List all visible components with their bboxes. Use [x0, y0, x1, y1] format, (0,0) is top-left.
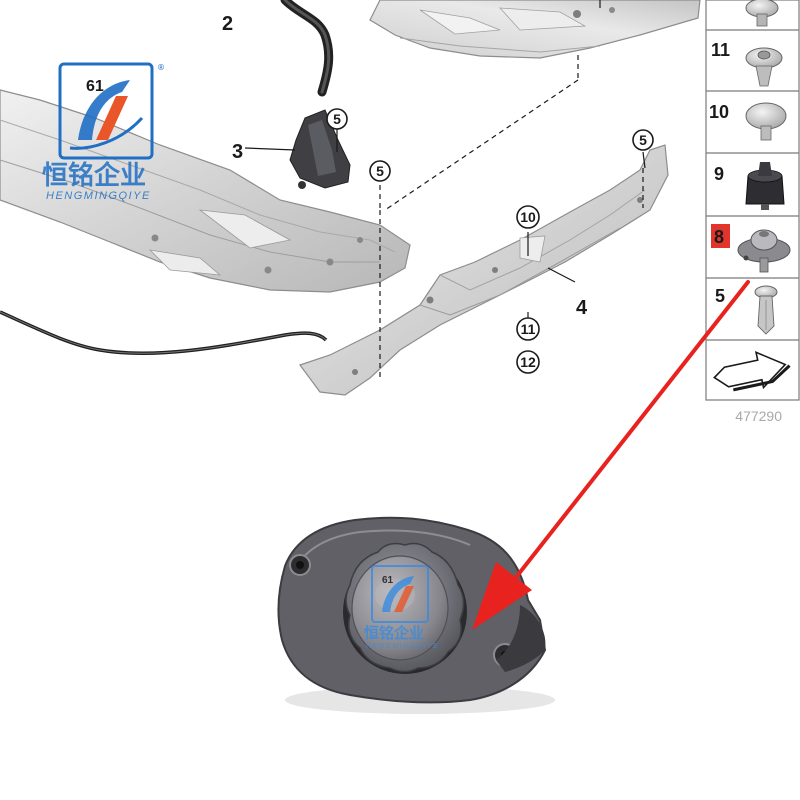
legend-label-8-highlight — [711, 224, 730, 248]
brand-logo-mark: 61 — [86, 78, 104, 95]
callout-3: 3 — [232, 141, 243, 163]
wiring-cable — [0, 310, 328, 356]
leader-lines — [244, 0, 646, 380]
legend-label-11: 11 — [711, 40, 730, 60]
highlight-arrow — [472, 280, 750, 630]
hose-part-2 — [280, 0, 334, 97]
brand-name-en: HENGMINGQIYE — [46, 190, 151, 202]
product-photo-strut-mount — [277, 516, 555, 714]
legend-label-9: 9 — [714, 164, 724, 184]
brand-name-cn: 恒铭企业 — [42, 160, 146, 191]
reference-arrow-icon — [713, 350, 791, 392]
push-rivet-icon — [745, 102, 787, 141]
side-panel-part-4 — [299, 144, 669, 396]
svg-text:5: 5 — [639, 132, 647, 148]
damper-mount-icon — [737, 229, 791, 273]
screw-grommet-icon — [745, 47, 783, 87]
parts-legend: 11 10 9 8 5 — [705, 0, 800, 401]
circled-callout-5c: 5 — [632, 129, 654, 151]
rubber-mount-icon — [745, 162, 785, 210]
circled-callout-5a: 5 — [326, 108, 348, 130]
svg-text:12: 12 — [520, 354, 536, 370]
svg-text:5: 5 — [333, 111, 341, 127]
svg-text:11: 11 — [521, 321, 536, 337]
underbody-panel-left — [0, 89, 411, 293]
circled-callout-5b: 5 — [369, 160, 391, 182]
circled-callout-12: 12 — [516, 350, 540, 374]
photo-brand-name-cn: 恒铭企业 — [364, 624, 424, 642]
underbody-panel-top — [369, 0, 701, 59]
legend-label-10: 10 — [709, 102, 729, 122]
callout-2: 2 — [222, 13, 233, 35]
circled-callout-11: 11 — [516, 317, 540, 341]
clip-icon-top — [745, 0, 779, 27]
photo-brand-name-en: HENGMINGQIYE — [366, 643, 439, 650]
brand-registered-mark: ® — [157, 63, 165, 72]
catalog-code: 477290 — [735, 408, 782, 424]
svg-text:10: 10 — [520, 209, 536, 225]
callout-4: 4 — [576, 297, 588, 319]
expanding-clip-icon — [754, 285, 778, 335]
legend-label-8: 8 — [714, 227, 724, 247]
legend-label-5: 5 — [715, 286, 725, 306]
circled-callout-10: 10 — [516, 205, 540, 229]
photo-watermark: 61 恒铭企业 HENGMINGQIYE — [364, 565, 439, 650]
svg-text:5: 5 — [376, 163, 384, 179]
brand-watermark: 61 ® 恒铭企业 HENGMINGQIYE — [42, 62, 165, 202]
photo-logo-mark: 61 — [382, 575, 394, 586]
